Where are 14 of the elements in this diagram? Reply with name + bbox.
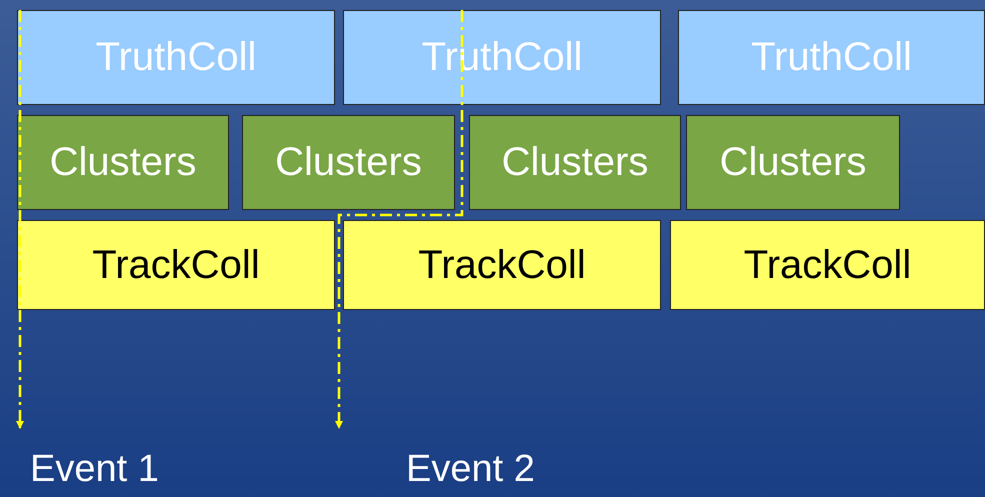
event-label: Event 2 (330, 428, 580, 488)
event-label: Event 1 (8, 428, 208, 488)
collection-box: TrackColl (670, 220, 985, 310)
cluster-box: Clusters (469, 115, 681, 210)
collection-box: TruthColl (678, 10, 985, 105)
collection-box: TrackColl (343, 220, 661, 310)
cluster-box: Clusters (686, 115, 900, 210)
arrow (335, 10, 464, 429)
cluster-box: Clusters (242, 115, 455, 210)
cluster-box: Clusters (17, 115, 229, 210)
arrow (16, 10, 24, 429)
collection-box: TruthColl (17, 10, 335, 105)
collection-box: TrackColl (17, 220, 335, 310)
collection-box: TruthColl (343, 10, 661, 105)
